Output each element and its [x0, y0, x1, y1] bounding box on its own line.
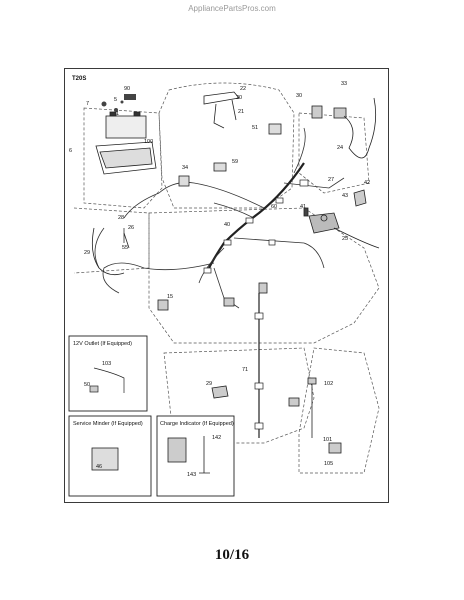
- harness-connectors: [203, 179, 309, 274]
- callout-143: 143: [187, 472, 196, 478]
- callout-25: 25: [342, 236, 348, 242]
- callout-29-left: 29: [84, 250, 90, 256]
- callout-100: 100: [144, 139, 153, 145]
- hardware-parts: [101, 94, 136, 112]
- fuse-42: [353, 189, 367, 207]
- chassis-outline: [73, 82, 380, 474]
- callout-34: 34: [182, 165, 188, 171]
- battery: [105, 111, 147, 139]
- pto-wire: [343, 97, 377, 159]
- callout-60: 60: [271, 204, 277, 210]
- callout-22: 22: [240, 86, 246, 92]
- callout-43: 43: [342, 193, 348, 199]
- callout-5: 5: [114, 97, 117, 103]
- callout-102: 102: [324, 381, 333, 387]
- callout-59: 59: [232, 159, 238, 165]
- callout-103: 103: [102, 361, 111, 367]
- part-29: [211, 385, 229, 399]
- callout-21: 21: [238, 109, 244, 115]
- ground-cables: [91, 227, 130, 276]
- harness-branches: [94, 127, 345, 309]
- wiring-diagram: T20S: [68, 76, 380, 497]
- callout-55: 55: [122, 245, 128, 251]
- switch-51: [268, 123, 282, 135]
- inset-service-minder: Service Minder (If Equipped): [68, 415, 152, 497]
- starter-solenoid: [303, 207, 340, 234]
- starter-cable: [333, 227, 380, 249]
- callout-51: 51: [252, 125, 258, 131]
- callout-7: 7: [86, 101, 89, 107]
- inset-charge-indicator: Charge Indicator (If Equipped): [156, 415, 235, 497]
- callout-29-rear: 29: [206, 381, 212, 387]
- callout-1: 1: [116, 111, 119, 117]
- ignition-switch: [311, 105, 347, 119]
- watermark-text: AppliancePartsPros.com: [188, 4, 276, 13]
- callout-labels: 1 5 6 7 15 20 21 22 24 25 26 27 28 29 29…: [69, 81, 370, 478]
- callout-42: 42: [364, 180, 370, 186]
- callout-24: 24: [337, 145, 343, 151]
- rear-connectors: [254, 312, 264, 430]
- connector-59: [213, 162, 227, 172]
- callout-71: 71: [242, 367, 248, 373]
- battery-tray: [95, 141, 157, 175]
- relay-34: [178, 175, 190, 187]
- callout-27: 27: [328, 177, 334, 183]
- callout-26: 26: [128, 225, 134, 231]
- callout-30: 30: [296, 93, 302, 99]
- callout-15: 15: [167, 294, 173, 300]
- callout-33: 33: [341, 81, 347, 87]
- inset-charge-title: Charge Indicator (If Equipped): [160, 421, 234, 427]
- reverse-switch: [288, 377, 342, 454]
- callout-142: 142: [212, 435, 221, 441]
- inset-12v-outlet: 12V Outlet (If Equipped): [68, 335, 148, 412]
- callout-20: 20: [236, 95, 242, 101]
- page-number: 10/16: [214, 547, 250, 563]
- inset-service-title: Service Minder (If Equipped): [73, 421, 143, 427]
- seat-switch: [157, 282, 268, 311]
- ignition-relay-assembly: [203, 91, 240, 129]
- callout-28: 28: [118, 215, 124, 221]
- callout-41: 41: [300, 204, 306, 210]
- callout-101: 101: [323, 437, 332, 443]
- callout-90: 90: [124, 86, 130, 92]
- callout-50: 50: [84, 382, 90, 388]
- wire-harness: [208, 162, 305, 269]
- callout-40: 40: [224, 222, 230, 228]
- model-tag: T20S: [72, 76, 86, 82]
- callout-46: 46: [96, 464, 102, 470]
- callout-105: 105: [324, 461, 333, 467]
- inset-12v-title: 12V Outlet (If Equipped): [73, 341, 132, 347]
- callout-6: 6: [69, 148, 72, 154]
